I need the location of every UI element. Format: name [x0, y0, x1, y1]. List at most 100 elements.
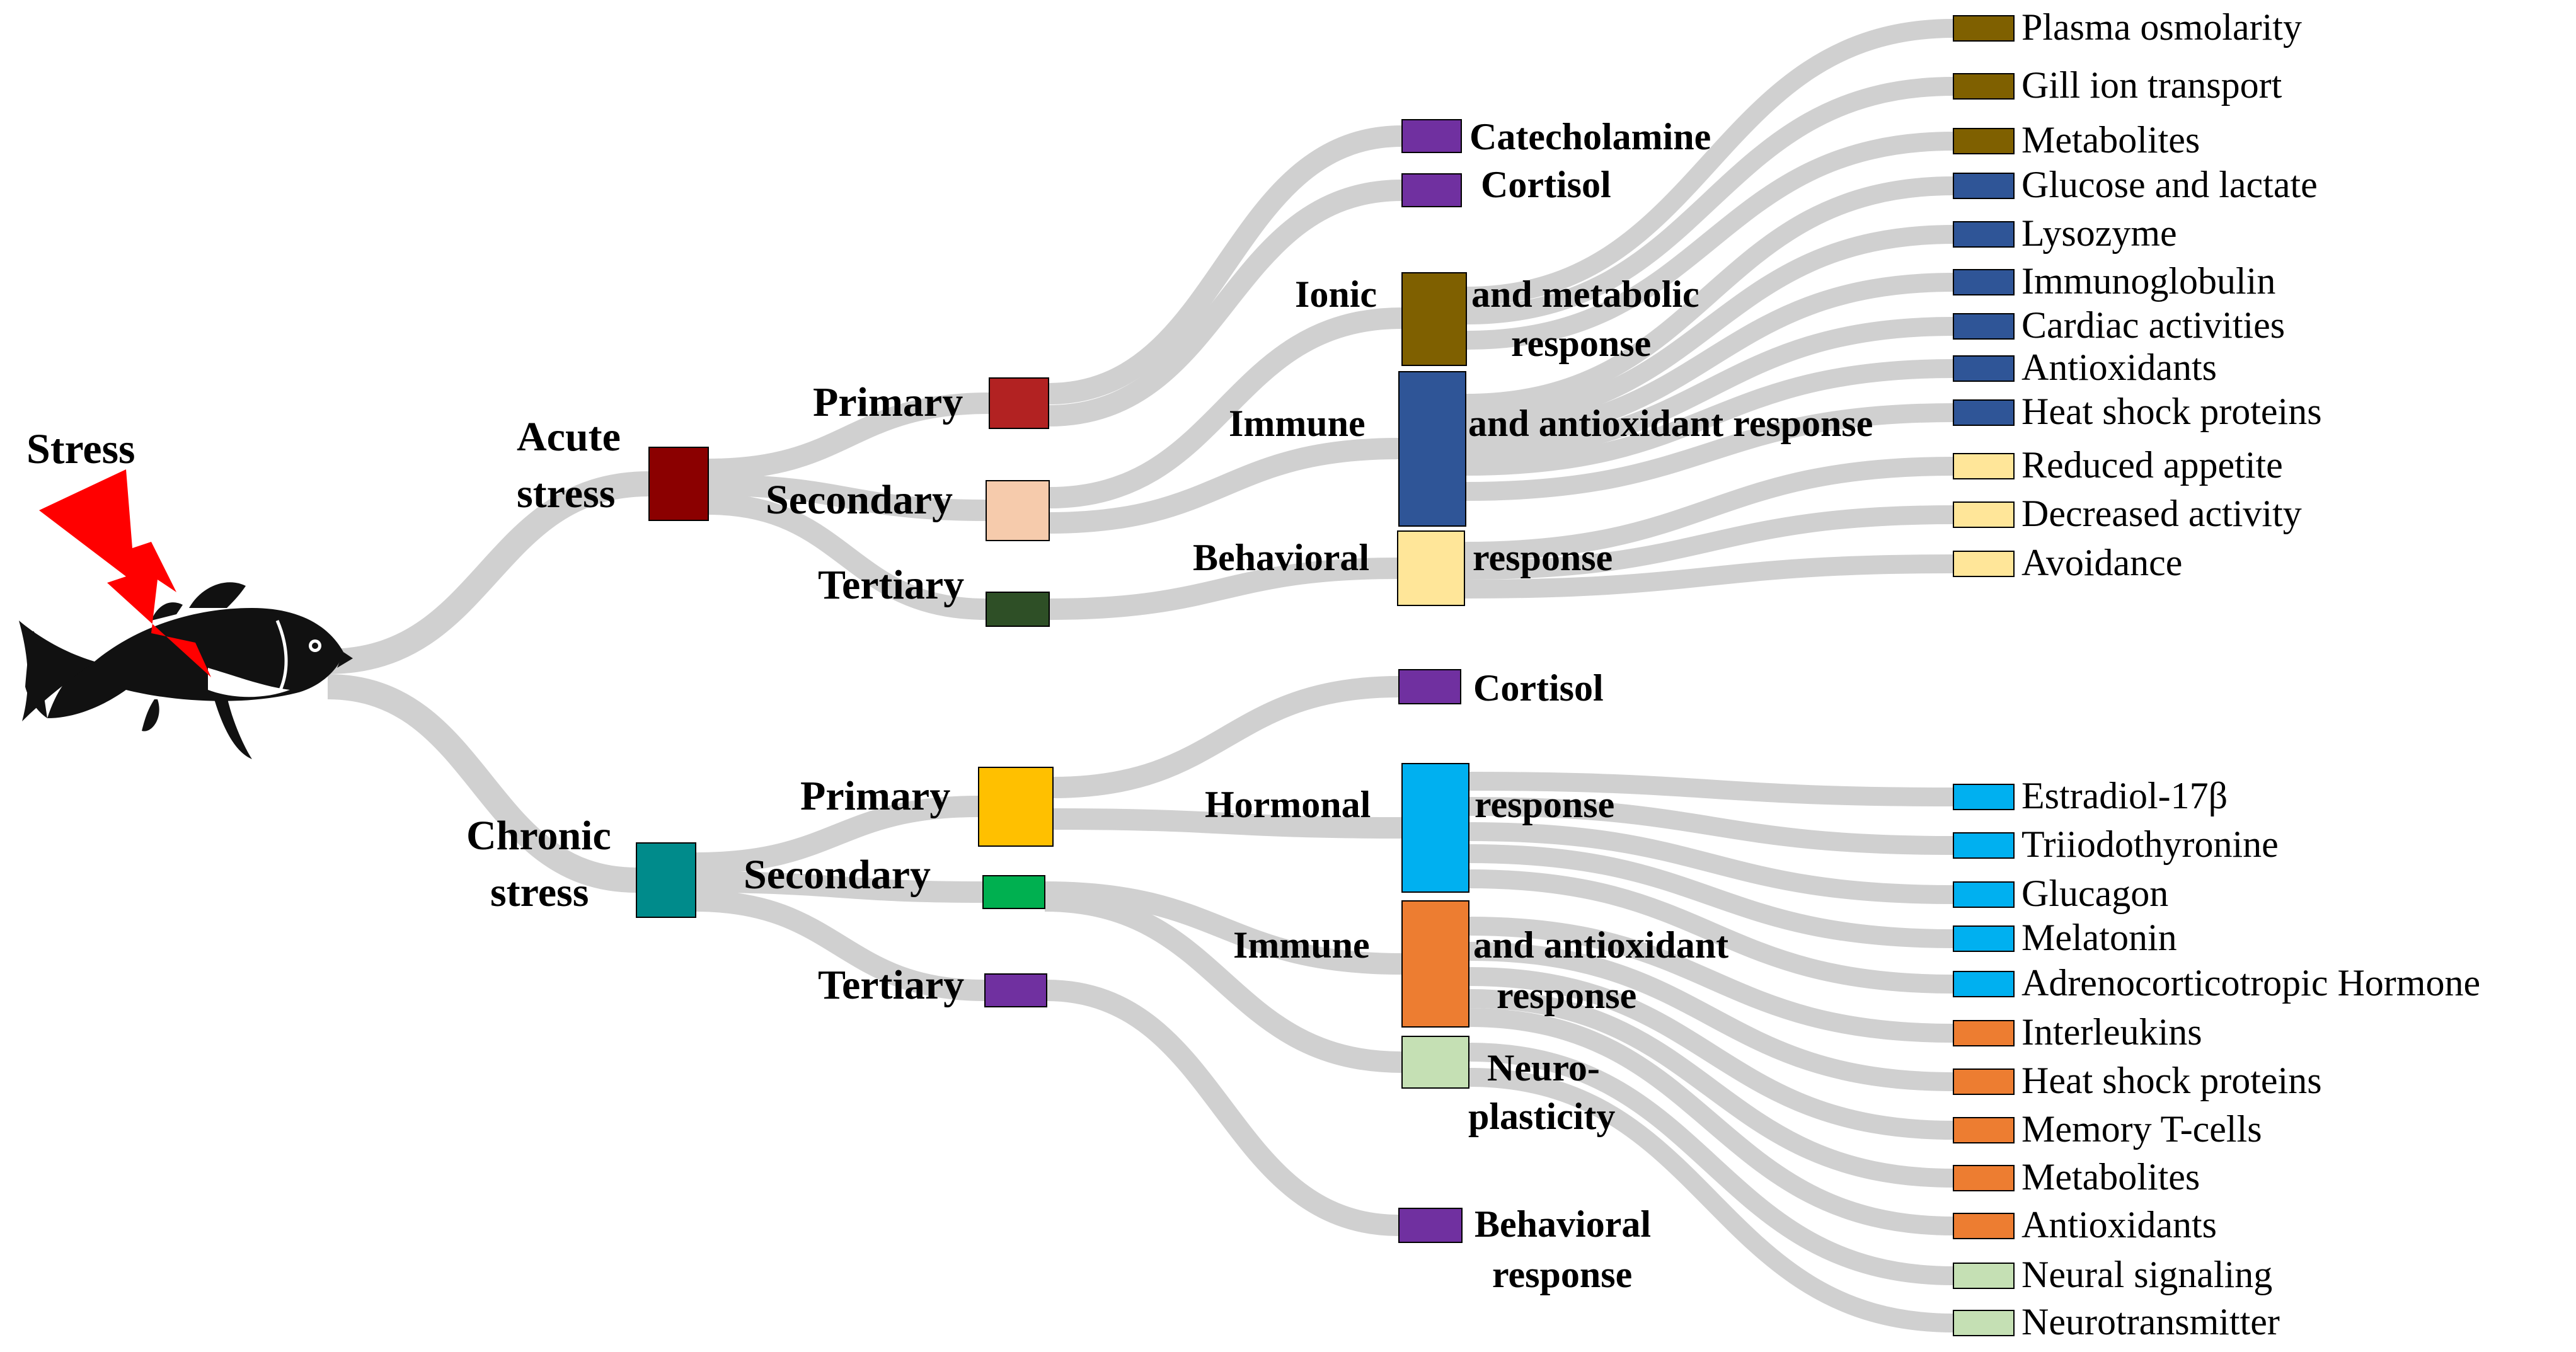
immune-acute-label-left: Immune: [1229, 403, 1366, 444]
flow-acute-outcome-8: [1465, 403, 1954, 501]
flow-primary-catecholamine: [1048, 125, 1403, 404]
flow-acute-outcome-3: [1465, 176, 1954, 413]
chronic-outcome-label: Interleukins: [2021, 1011, 2202, 1053]
flow-acute-outcome-11: [1464, 554, 1954, 599]
chronic-tertiary-node: Tertiary: [818, 962, 1047, 1008]
acute-outcome-label: Gill ion transport: [2021, 64, 2282, 106]
ionic-label-left: Ionic: [1295, 273, 1377, 315]
flow-acute-outcome-9: [1464, 457, 1954, 561]
flow-chronic-outcome-4: [1468, 869, 1954, 994]
flow-chronic-outcome-11: [1468, 1068, 1954, 1332]
flow-chronic-outcome-9: [1468, 1008, 1954, 1235]
behavioral-chronic-label-2: response: [1492, 1254, 1632, 1295]
chronic-primary-label: Primary: [800, 773, 950, 819]
chronic-secondary-node: Secondary: [744, 852, 1045, 909]
chronic-outcome-swatch: [1953, 1068, 2015, 1095]
immune-acute-node: Immune and antioxidant response: [1229, 371, 1873, 527]
cortisol-chronic-label: Cortisol: [1473, 667, 1604, 709]
acute-outcome-label: Metabolites: [2021, 119, 2200, 161]
stress-root: Stress: [19, 425, 353, 759]
flow-chronic-outcome-3: [1468, 844, 1954, 948]
behavioral-chronic-node: Behavioral response: [1398, 1203, 1651, 1295]
chronic-stress-node: Chronic stress: [466, 813, 696, 918]
catecholamine-node: Catecholamine: [1401, 116, 1711, 158]
chronic-outcome-swatch: [1953, 1213, 2015, 1239]
behavioral-acute-node: Behavioral response: [1193, 530, 1613, 606]
acute-outcome-label: Lysozyme: [2021, 212, 2177, 254]
immune-chronic-label-right-1: and antioxidant: [1473, 924, 1728, 966]
chronic-label-line1: Chronic: [466, 813, 611, 859]
ionic-label-right-2: response: [1511, 323, 1651, 364]
chronic-outcome-swatch: [1953, 1263, 2015, 1289]
acute-outcome-label: Glucose and lactate: [2021, 164, 2318, 205]
flow-chronic-outcome-2: [1468, 822, 1954, 904]
acute-outcome-label: Decreased activity: [2021, 493, 2302, 534]
neuro-label-2: plasticity: [1468, 1096, 1615, 1137]
acute-tertiary-node: Tertiary: [818, 562, 1050, 627]
flow-tertiary-behavioral: [1049, 558, 1398, 620]
flow-primary-hormonal: [1052, 808, 1403, 839]
behavioral-chronic-label-1: Behavioral: [1475, 1203, 1651, 1245]
chronic-outcome-swatch: [1953, 1117, 2015, 1143]
flow-secondary-immune: [1049, 438, 1400, 534]
flow-acute-secondary: [708, 474, 987, 521]
flow-primary-cortisol: [1048, 180, 1403, 427]
immune-chronic-label-right-2: response: [1497, 975, 1636, 1016]
acute-stress-node: Acute stress: [517, 414, 709, 521]
flow-acute-tertiary: [708, 493, 987, 620]
lightning-icon: [39, 469, 211, 677]
chronic-secondary-label: Secondary: [744, 852, 931, 898]
chronic-outcome-label: Antioxidants: [2021, 1204, 2217, 1246]
acute-outcome-swatch: [1953, 551, 2015, 577]
flow-acute-outcome-7: [1465, 359, 1954, 476]
chronic-outcome-swatch: [1953, 971, 2015, 997]
flow-stress-chronic: [327, 674, 637, 893]
flow-primary-cortisol-chronic: [1052, 676, 1400, 798]
cortisol-acute-node: Cortisol: [1401, 164, 1611, 207]
acute-outcome-swatch: [1953, 269, 2015, 295]
chronic-outcome-label: Memory T-cells: [2021, 1108, 2262, 1150]
ionic-label-right-1: and metabolic: [1471, 273, 1699, 315]
flow-chronic-outcome-6: [1468, 942, 1954, 1091]
acute-tertiary-label: Tertiary: [818, 562, 964, 608]
chronic-outcome-label: Metabolites: [2021, 1156, 2200, 1198]
acute-outcome-swatch: [1953, 128, 2015, 154]
acute-secondary-node: Secondary: [766, 477, 1050, 541]
acute-outcome-swatch: [1953, 15, 2015, 42]
chronic-outcome-label: Neurotransmitter: [2021, 1301, 2280, 1343]
acute-outcome-label: Heat shock proteins: [2021, 391, 2322, 432]
flow-acute-outcome-10: [1464, 505, 1954, 580]
flow-stress-acute: [327, 471, 650, 674]
flow-acute-outcome-5: [1465, 273, 1954, 444]
acute-outcome-swatch: [1953, 73, 2015, 100]
flow-acute-outcome-2: [1466, 132, 1954, 350]
acute-outcome-swatch: [1953, 399, 2015, 426]
catecholamine-label: Catecholamine: [1469, 116, 1711, 158]
flow-chronic-outcome-1: [1468, 797, 1954, 855]
acute-outcome-swatch: [1953, 355, 2015, 382]
flow-acute-outcome-4: [1465, 225, 1954, 428]
ionic-metabolic-node: Ionic and metabolic response: [1295, 272, 1699, 366]
flow-bands: [327, 19, 1954, 1332]
acute-primary-node: Primary: [813, 377, 1049, 429]
acute-label-line2: stress: [517, 471, 615, 517]
flow-chronic-outcome-10: [1468, 1043, 1954, 1285]
chronic-outcome-swatch: [1953, 925, 2015, 952]
flow-chronic-outcome-8: [1468, 989, 1954, 1188]
flow-acute-outcome-0: [1466, 19, 1954, 306]
hormonal-node: Hormonal response: [1205, 763, 1614, 893]
stress-title: Stress: [26, 425, 135, 473]
flow-chronic-tertiary: [695, 890, 986, 1001]
chronic-outcome-swatch: [1953, 1165, 2015, 1191]
chronic-outcome-label: Triiodothyronine: [2021, 823, 2279, 865]
immune-acute-label-right: and antioxidant response: [1468, 403, 1873, 444]
chronic-outcome-swatch: [1953, 784, 2015, 810]
flow-chronic-outcome-0: [1468, 772, 1954, 806]
flow-chronic-primary: [695, 796, 979, 874]
acute-outcome-label: Antioxidants: [2021, 347, 2217, 388]
flow-secondary-ionic: [1049, 307, 1403, 508]
chronic-outcome-swatch: [1953, 881, 2015, 908]
chronic-label-line2: stress: [490, 869, 589, 915]
